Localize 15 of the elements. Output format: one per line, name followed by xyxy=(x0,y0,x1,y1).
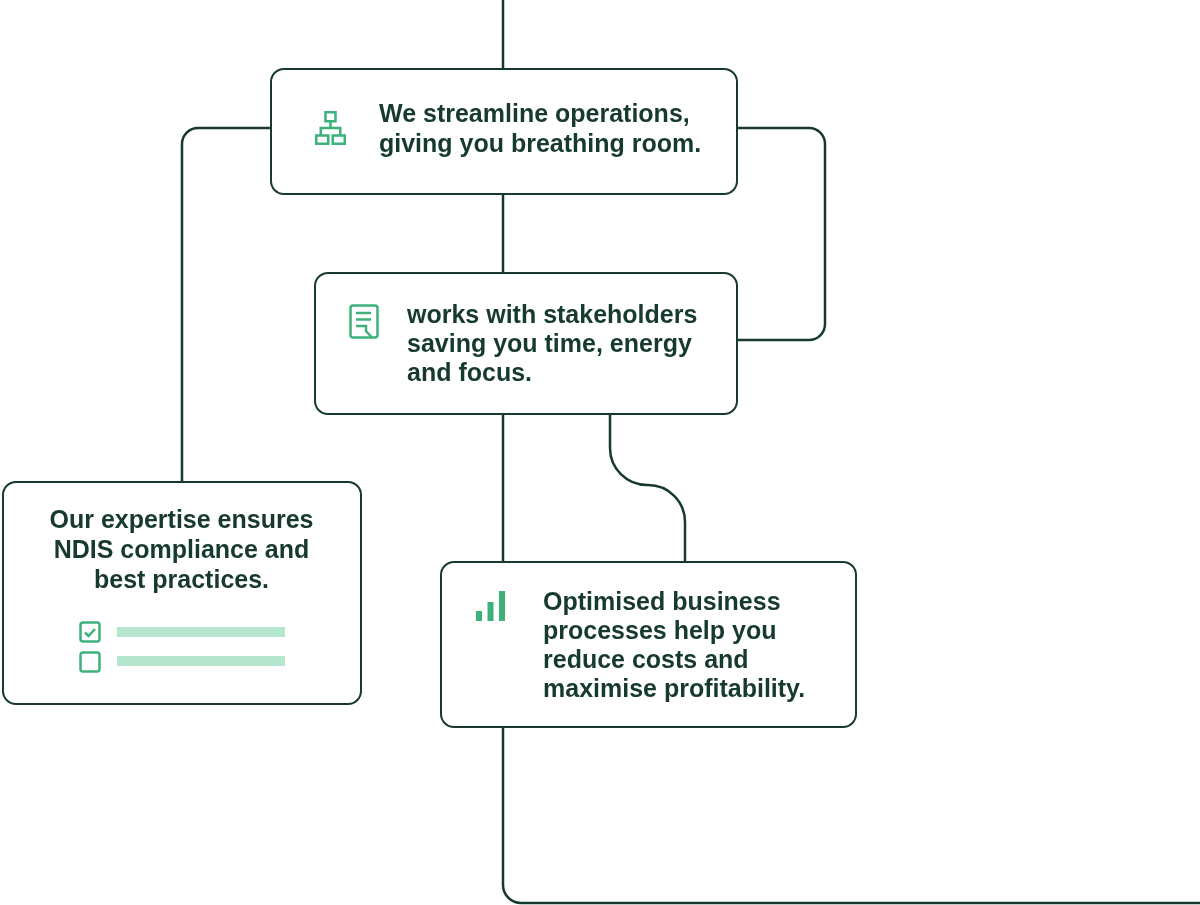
connector-line xyxy=(608,415,687,561)
card-text: Optimised business processes help you reduce costs and maximise profitability. xyxy=(543,587,807,703)
connector-line xyxy=(501,195,505,272)
connector-line xyxy=(180,126,270,481)
card-text: works with stakeholders saving you time, energy and focus. xyxy=(407,300,699,387)
connector-line xyxy=(501,415,505,561)
info-card xyxy=(314,272,738,415)
connector-line xyxy=(501,728,1200,905)
connector-line xyxy=(738,126,827,342)
info-card xyxy=(440,561,857,728)
info-card xyxy=(2,481,362,705)
info-card xyxy=(270,68,738,195)
card-text: Our expertise ensures NDIS compliance and best practices. xyxy=(48,504,315,594)
card-text: We streamline operations, giving you breathing room. xyxy=(379,98,703,158)
connector-line xyxy=(501,0,505,68)
